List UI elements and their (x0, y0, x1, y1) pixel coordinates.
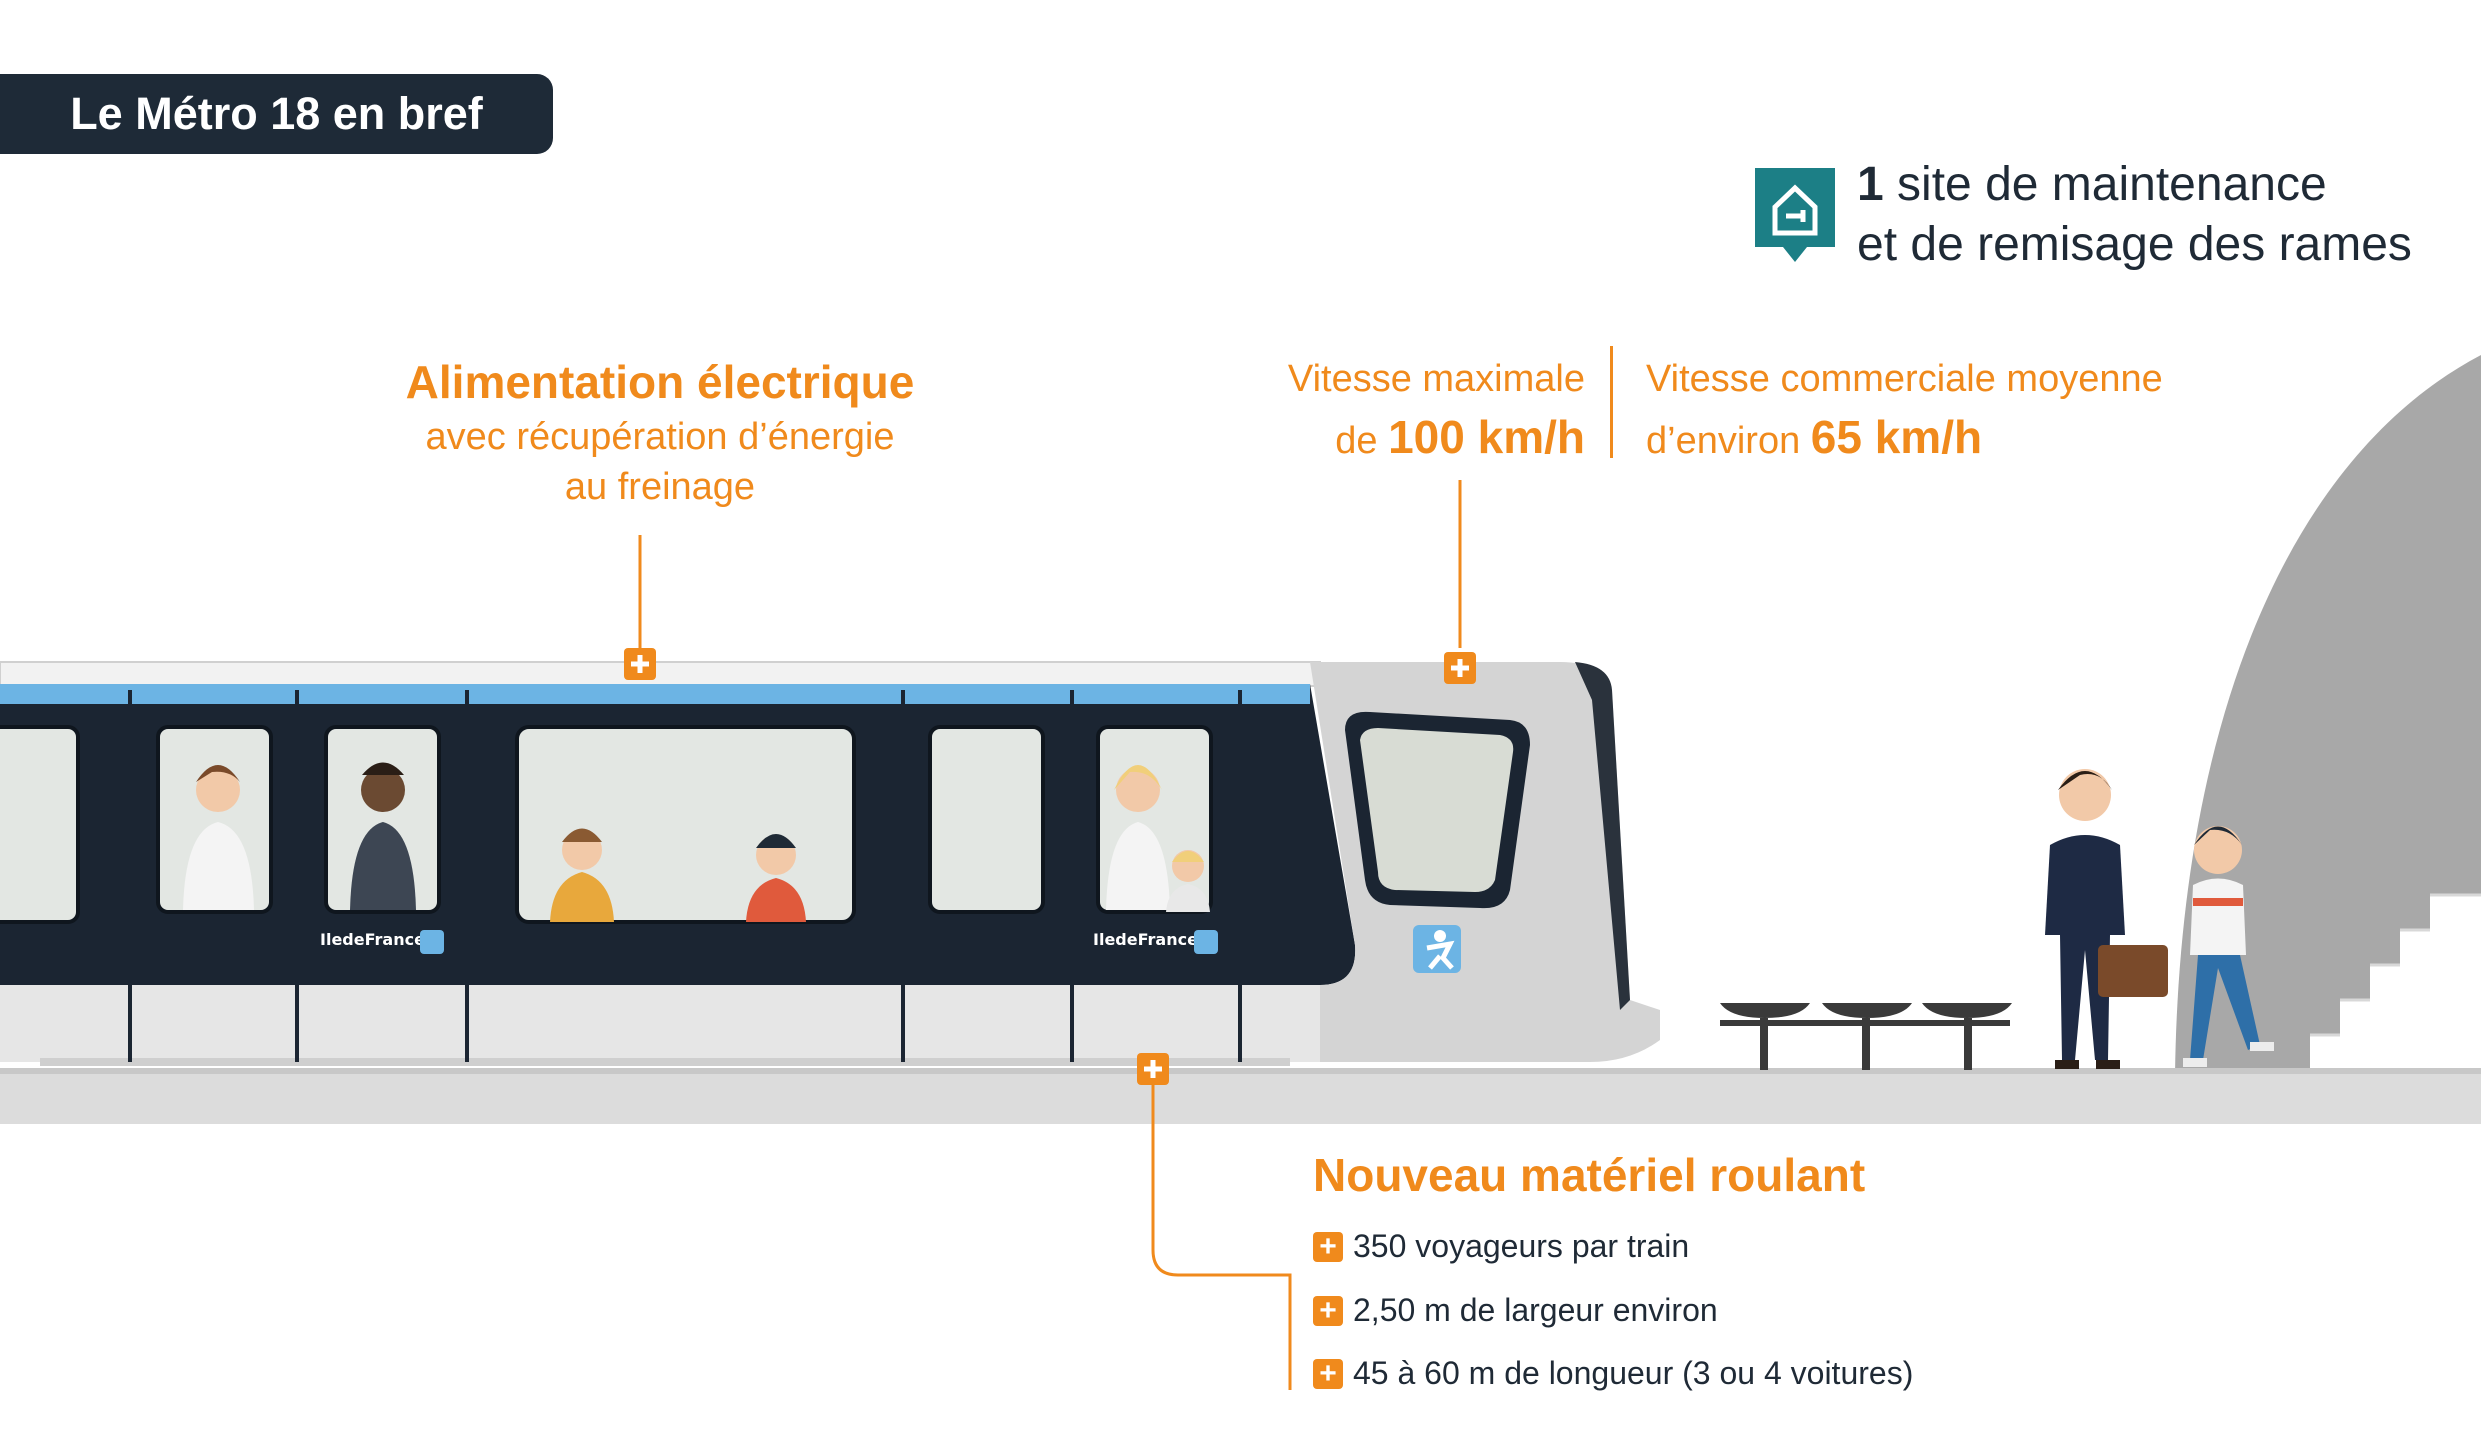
plus-markers (624, 648, 1476, 1085)
speed-max-label: Vitesse maximale (1287, 358, 1585, 400)
maintenance-count: 1 (1857, 158, 1884, 211)
maintenance-wrench-house-icon (1755, 168, 1835, 262)
train-brand-logo: IledeFrance (1093, 930, 1198, 949)
train-brand-logo: IledeFrance (320, 930, 425, 949)
speed-avg-prefix: d’environ (1646, 420, 1801, 462)
callout-lines (638, 480, 1462, 1390)
staircase (2310, 895, 2481, 1075)
speed-avg-value: 65 km/h (1810, 411, 1983, 463)
plus-icon: + (1313, 1231, 1343, 1262)
speed-max-value: 100 km/h (1388, 411, 1585, 463)
rolling-stock-item-text: 45 à 60 m de longueur (3 ou 4 voitures) (1353, 1355, 1914, 1391)
benches (1720, 1003, 2012, 1070)
speed-avg-label: Vitesse commerciale moyenne (1646, 358, 2163, 400)
page-title: Le Métro 18 en bref (0, 74, 553, 154)
rolling-stock-title: Nouveau matériel roulant (1313, 1149, 1866, 1201)
rolling-stock-item: + 350 voyageurs par train (1313, 1228, 1689, 1265)
rolling-stock-item-text: 2,50 m de largeur environ (1353, 1292, 1718, 1328)
train: IledeFrance IledeFrance (0, 661, 1660, 1066)
speed-divider (1610, 346, 1613, 458)
speed-max-callout: Vitesse maximale de 100 km/h (1180, 350, 1585, 470)
rolling-stock-item: + 2,50 m de largeur environ (1313, 1292, 1718, 1329)
maintenance-line1: site de maintenance (1897, 158, 2327, 211)
maintenance-line2: et de remisage des rames (1857, 218, 2412, 271)
plus-icon: + (1313, 1358, 1343, 1389)
electric-title: Alimentation électrique (405, 356, 915, 408)
rolling-stock-item: + 45 à 60 m de longueur (3 ou 4 voitures… (1313, 1355, 1913, 1392)
electric-callout: Alimentation électrique avec récupératio… (330, 352, 990, 512)
platform (0, 1072, 2481, 1124)
plus-icon: + (1313, 1295, 1343, 1326)
passengers (183, 762, 1210, 922)
electric-line2: au freinage (564, 466, 756, 508)
rolling-stock-item-text: 350 voyageurs par train (1353, 1228, 1690, 1264)
man-with-briefcase (2045, 769, 2168, 1069)
speed-avg-callout: Vitesse commerciale moyenne d’environ 65… (1646, 350, 2346, 470)
boy-walking (2183, 826, 2274, 1067)
speed-max-prefix: de (1335, 420, 1378, 462)
electric-line1: avec récupération d’énergie (425, 416, 895, 458)
tunnel (2175, 355, 2481, 1075)
maintenance-info: 1 site de maintenance et de remisage des… (1857, 155, 2412, 275)
